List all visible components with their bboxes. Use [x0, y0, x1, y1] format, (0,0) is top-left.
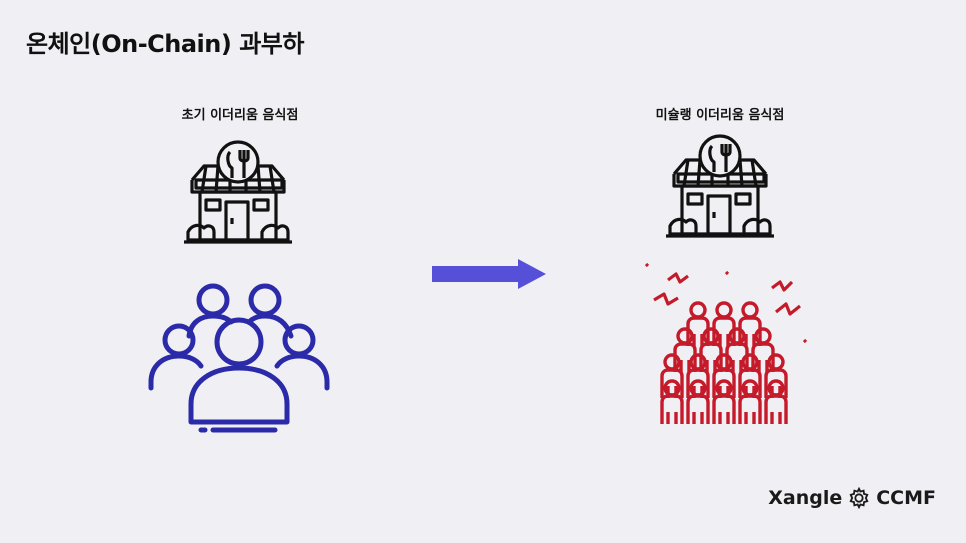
brand-ccmf: CCMF — [876, 487, 936, 509]
restaurant-icon-right — [666, 134, 774, 238]
angry-crowd-icon — [644, 262, 808, 426]
right-label: 미슐랭 이더리움 음식점 — [655, 108, 785, 123]
left-label: 초기 이더리움 음식점 — [181, 108, 299, 123]
restaurant-icon — [184, 140, 292, 244]
brand-logo: Xangle CCMF — [768, 487, 936, 509]
crowd-icon — [148, 283, 330, 433]
page-title: 온체인(On-Chain) 과부하 — [26, 30, 304, 58]
brand-xangle: Xangle — [768, 487, 843, 509]
arrow-right-icon — [432, 259, 546, 289]
gear-icon — [849, 487, 869, 509]
